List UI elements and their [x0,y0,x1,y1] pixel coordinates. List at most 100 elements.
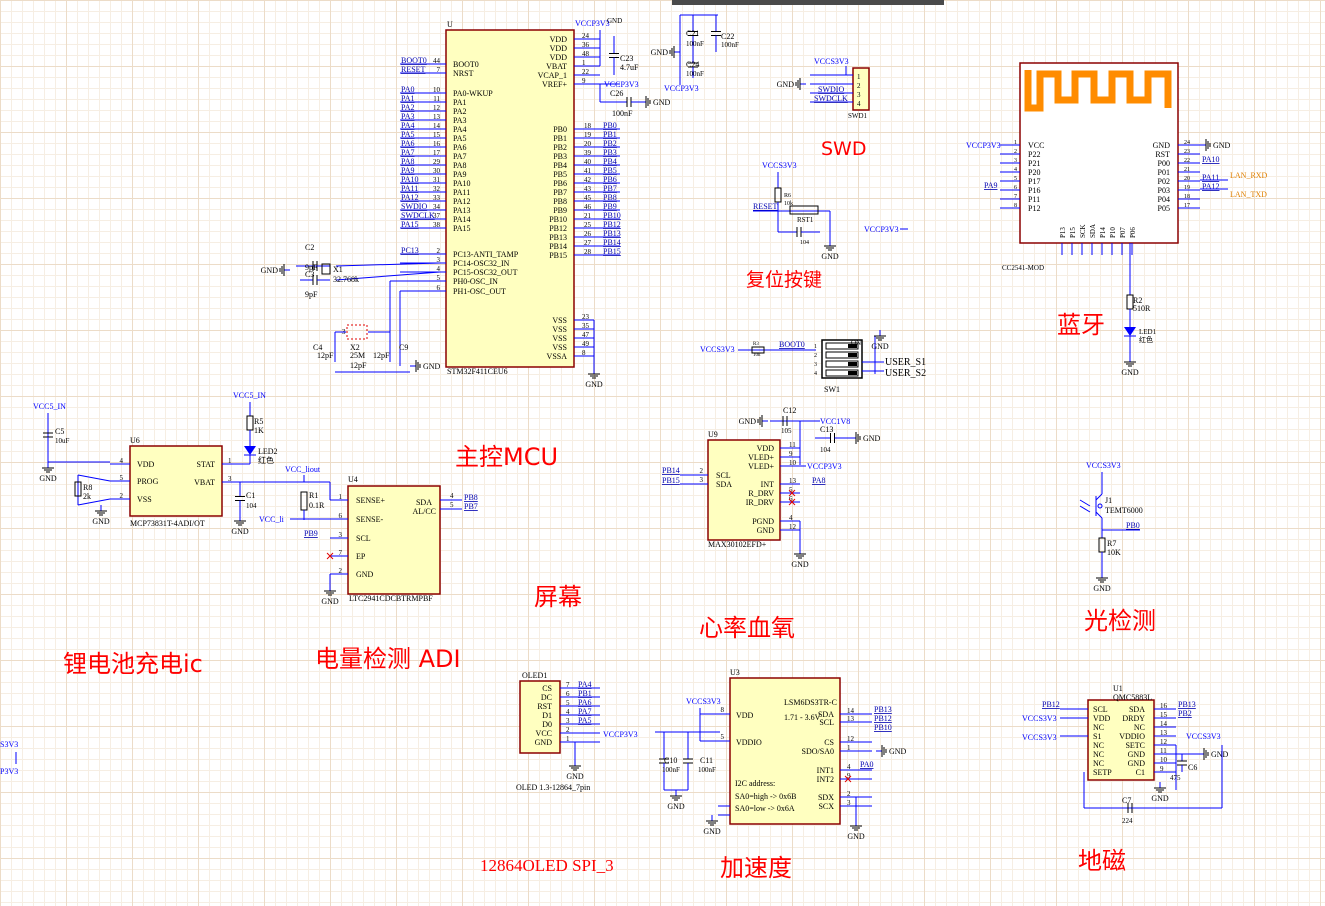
c6-value: 475 [1170,774,1181,782]
u4-pin-num: 5 [450,501,454,509]
gnd-label: GND [1121,368,1139,377]
led2-color: 红色 [258,455,274,465]
r5-value: 1K [254,426,264,435]
c12-ref: C12 [783,406,796,415]
u9-pin-name: R_DRV [748,489,774,498]
mcu-pin-name: PA6 [453,143,467,152]
u9-pin-num: 2 [700,467,704,475]
u9-pin-name: VLED+ [748,453,774,462]
mcu-pin-num: 24 [582,32,590,40]
bt-pin-num: 7 [1014,194,1017,200]
gnd-label: GND [667,802,685,811]
u4-part: LTC2941CDCBTRMPBF [349,594,433,603]
gnd-label: GND [92,517,110,526]
r2-ref: R2 [1133,296,1142,305]
light-wire [1095,511,1103,519]
mcu-pin-num: 36 [582,41,590,49]
resistor-icon [1098,537,1106,553]
u1-part: QMC5883L [1113,693,1152,702]
u9-pin-num: 4 [789,514,793,522]
mcu-part: STM32F411CEU6 [447,367,508,376]
mcu-pin-num: 31 [433,176,441,184]
gnd-label: GND [423,362,441,371]
net-label: PB5 [603,166,617,175]
gnd-label: GND [791,560,809,569]
phototransistor-icon [1097,503,1103,509]
gnd-label: GND [1093,584,1111,593]
bt-pin-num: 4 [1014,167,1017,173]
bt-pin-num: 22 [1184,158,1190,164]
r6-value: 10k [784,201,793,207]
mcu-pin-name: VDD [550,35,568,44]
vcc-label: VCCS3V3 [814,57,849,66]
mcu-pin-num: 14 [433,122,441,130]
mcu-pin-num: 43 [584,185,592,193]
oled-header-body [519,680,561,754]
u4-pin-num: 4 [450,492,454,500]
net-label: PA10 [401,175,419,184]
mcu-pin-num: 46 [584,203,592,211]
net-label: PC13 [401,246,419,255]
mcu-pin-name: PH1-OSC_OUT [453,287,506,296]
bt-antenna-icon [1024,70,1172,112]
mcu-pin-name: PC15-OSC32_OUT [453,268,518,277]
bt-pin-name: P06 [1129,227,1137,238]
x1-value: 32.768k [333,275,359,284]
reset-cap-value: 104 [800,240,809,246]
mcu-ref: U [447,20,453,29]
u4-pin-num: 6 [339,512,343,520]
dip-knob [848,344,857,348]
mcu-pin-name: PA1 [453,98,467,107]
vcc-label: VCCS3V3 [1022,714,1057,723]
u1-pin-num: 11 [1160,747,1167,755]
bt-pin-name: P10 [1109,227,1117,238]
r5-ref: R5 [254,417,263,426]
u9-pin-name: GND [757,526,775,535]
edge-vcc-label: P3V3 [0,767,18,776]
j1-ref: J1 [1105,496,1112,505]
gnd-label: GND [231,527,249,536]
bt-pin-name: P02 [1158,177,1170,186]
bt-pin-num: 3 [1014,158,1017,164]
net-label: PB15 [603,247,621,256]
mcu-pin-name: PA0-WKUP [453,89,493,98]
bt-pin-name: P01 [1158,168,1170,177]
mcu-pin-num: 25 [584,221,592,229]
oled-pin-name: D1 [542,711,552,720]
u1-pin-name: NC [1093,750,1104,759]
mcu-pin-num: 28 [584,248,592,256]
mcu-pin-num: 32 [433,185,441,193]
oled-pin-num: 7 [566,681,570,689]
u6-pin-name: VSS [137,495,152,504]
mcu-body [445,29,575,368]
section-mag-title: 地磁 [1078,847,1126,875]
mcu-pin-name: PB1 [553,134,567,143]
c24-ref: C24 [686,60,699,69]
scroll-bar[interactable] [672,0,944,5]
net-label: SWDCLK [814,94,848,103]
bt-pin-name: GND [1153,141,1171,150]
r1-ref: R1 [309,491,318,500]
net-label: PA9 [401,166,415,175]
bt-pin-name: VCC [1028,141,1044,150]
mcu-pin-name: VSS [552,334,567,343]
oled-desc: OLED 1.3-12864_7pin [516,783,590,792]
u9-pin-name: SDA [716,480,732,489]
mcu-pin-num: 26 [584,230,592,238]
oled-pin-num: 5 [566,699,570,707]
gnd-label: GND [871,342,889,351]
net-label: PB6 [603,175,617,184]
mcu-pin-num: 35 [582,322,590,330]
net-label: PA7 [401,148,415,157]
mcu-pin-name: PB3 [553,152,567,161]
c10-ref: C10 [664,756,677,765]
dip-knob [848,371,857,375]
vcc-label: VCC_liout [285,465,321,474]
net-label: PA6 [401,139,415,148]
resistor-icon [774,187,782,203]
oled-pin-num: 4 [566,708,570,716]
net-label: PB8 [603,193,617,202]
net-label: PA8 [401,157,415,166]
mcu-pin-num: 30 [433,167,441,175]
